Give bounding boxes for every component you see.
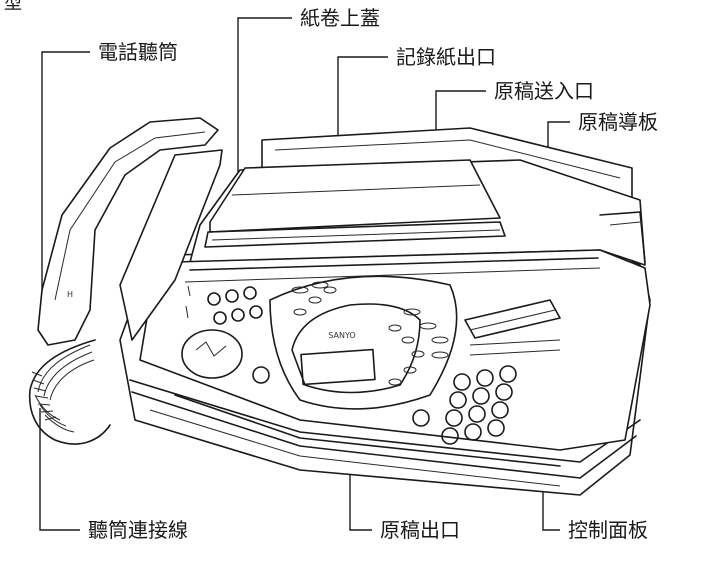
label-control-panel: 控制面板	[568, 518, 648, 542]
indicator-button	[249, 305, 263, 319]
keypad-key	[476, 369, 494, 387]
function-keys	[291, 281, 449, 359]
keypad-key	[464, 423, 482, 441]
leader-paper-roll-cover	[237, 17, 292, 200]
keypad-key	[449, 391, 467, 409]
fax-body: SANYO	[119, 159, 651, 496]
keypad-key	[487, 419, 505, 437]
indicator-buttons	[185, 285, 263, 325]
label-paper-roll-cover: 紙卷上蓋	[300, 6, 380, 30]
indicator-button	[225, 289, 239, 303]
keypad-key	[468, 405, 486, 423]
coiled-cord	[28, 339, 111, 445]
leader-document-exit	[349, 455, 372, 531]
start-button-cluster	[181, 329, 270, 384]
indicator-button	[231, 308, 245, 322]
stop-button	[252, 366, 270, 384]
label-document-guide: 原稿導板	[578, 110, 658, 134]
label-document-feed-entrance: 原稿送入口	[494, 79, 594, 103]
keypad-key	[499, 365, 517, 383]
label-handset-cord: 聽筒連接線	[88, 518, 188, 542]
keypad-key	[412, 409, 430, 427]
keypad-key	[495, 383, 513, 401]
numeric-keypad	[412, 365, 517, 445]
brand-logo: SANYO	[328, 331, 355, 340]
keypad-key	[445, 409, 463, 427]
corner-mark: 型	[4, 0, 22, 14]
keypad-key	[472, 387, 490, 405]
handset-illustration: H	[28, 117, 223, 445]
label-recording-paper-exit: 記錄紙出口	[396, 45, 496, 69]
leader-handset	[41, 51, 90, 290]
keypad-key	[441, 427, 459, 445]
keypad-key	[491, 401, 509, 419]
label-handset: 電話聽筒	[98, 40, 178, 64]
leader-lines	[39, 17, 570, 531]
display-panel: SANYO	[269, 275, 458, 410]
leader-handset-cord	[39, 408, 80, 531]
label-document-exit: 原稿出口	[380, 518, 460, 542]
svg-text:H: H	[67, 290, 73, 299]
indicator-button	[213, 311, 227, 325]
indicator-button	[207, 292, 221, 306]
indicator-button	[243, 286, 257, 300]
keypad-key	[453, 373, 471, 391]
